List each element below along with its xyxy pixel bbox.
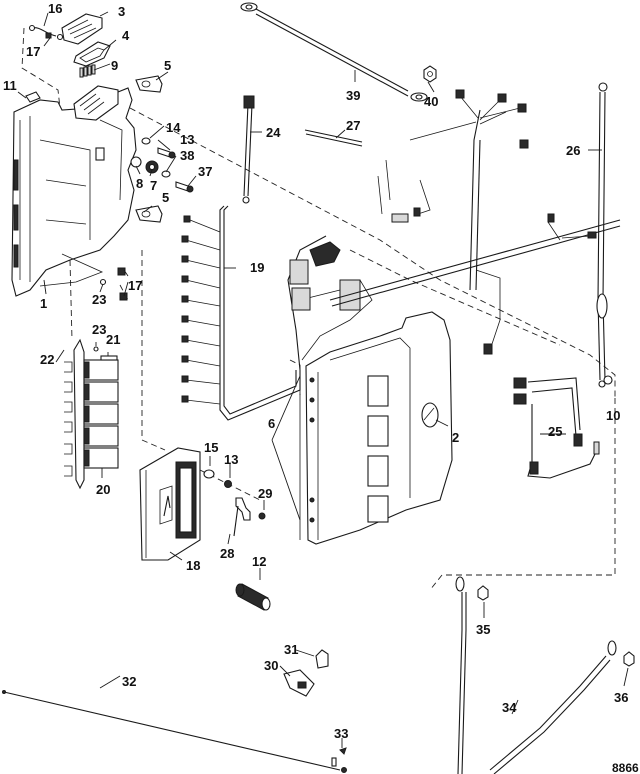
part-hardware-group[interactable] xyxy=(130,137,194,193)
callout-30: 30 xyxy=(264,658,278,673)
callout-13-upper: 13 xyxy=(180,132,194,147)
callout-18: 18 xyxy=(186,558,200,573)
callout-5-lower: 5 xyxy=(162,190,169,205)
callout-36: 36 xyxy=(614,690,628,705)
callout-16: 16 xyxy=(48,1,62,16)
callout-24: 24 xyxy=(266,125,281,140)
callout-25: 25 xyxy=(548,424,562,439)
part-harness-25[interactable] xyxy=(513,375,613,479)
part-connector-30[interactable] xyxy=(283,669,315,697)
callout-15: 15 xyxy=(204,440,218,455)
part-electrical-bracket[interactable] xyxy=(11,85,137,297)
callout-34: 34 xyxy=(502,700,517,715)
callout-5-upper: 5 xyxy=(164,58,171,73)
part-nut-35[interactable] xyxy=(477,585,489,601)
part-cable-32[interactable] xyxy=(2,690,347,773)
part-fuses[interactable] xyxy=(79,64,96,78)
callout-29: 29 xyxy=(258,486,272,501)
callout-35: 35 xyxy=(476,622,490,637)
part-relay-bracket[interactable] xyxy=(64,338,85,490)
callout-19: 19 xyxy=(250,260,264,275)
callout-3: 3 xyxy=(118,4,125,19)
part-relays[interactable] xyxy=(83,346,119,469)
callout-11: 11 xyxy=(3,78,17,93)
part-ecm-module[interactable] xyxy=(139,447,201,561)
part-gasket[interactable] xyxy=(73,41,111,67)
callout-38: 38 xyxy=(180,148,194,163)
part-jumper-wire[interactable] xyxy=(28,24,64,41)
callout-23-upper: 23 xyxy=(92,292,106,307)
callout-7: 7 xyxy=(150,178,157,193)
part-nut-40[interactable] xyxy=(423,65,437,83)
part-clip-33[interactable] xyxy=(339,747,347,755)
callout-31: 31 xyxy=(284,642,298,657)
part-ground-lead-26[interactable] xyxy=(596,82,608,388)
part-connector-11[interactable] xyxy=(25,91,41,103)
callout-2: 2 xyxy=(452,430,459,445)
part-clips-17[interactable] xyxy=(99,267,128,301)
callout-14: 14 xyxy=(166,120,181,135)
callout-20: 20 xyxy=(96,482,110,497)
part-cable-tie[interactable] xyxy=(304,129,363,147)
part-connector-31[interactable] xyxy=(315,649,329,669)
part-ecm-hardware[interactable] xyxy=(203,469,266,537)
callout-10: 10 xyxy=(606,408,620,423)
callout-37: 37 xyxy=(198,164,212,179)
callout-32: 32 xyxy=(122,674,136,689)
callout-39: 39 xyxy=(346,88,360,103)
part-nut-36[interactable] xyxy=(623,651,635,667)
callout-22: 22 xyxy=(40,352,54,367)
callout-1: 1 xyxy=(40,296,47,311)
callout-26: 26 xyxy=(566,143,580,158)
part-grommet-plate-lower[interactable] xyxy=(135,205,163,223)
part-sleeve[interactable] xyxy=(235,583,271,611)
callout-13-lower: 13 xyxy=(224,452,238,467)
callout-23-lower: 23 xyxy=(92,322,106,337)
part-electrical-cover[interactable] xyxy=(299,311,453,545)
callout-12: 12 xyxy=(252,554,266,569)
part-battery-cable[interactable] xyxy=(240,2,428,102)
callout-9: 9 xyxy=(111,58,118,73)
callout-8: 8 xyxy=(136,176,143,191)
callout-labels: 1 2 3 4 5 5 6 7 8 9 10 11 12 13 13 14 15… xyxy=(3,1,628,741)
callout-33: 33 xyxy=(334,726,348,741)
part-battery-cable-34[interactable] xyxy=(455,576,617,774)
callout-4: 4 xyxy=(122,28,130,43)
callout-28: 28 xyxy=(220,546,234,561)
callout-40: 40 xyxy=(424,94,438,109)
callout-6: 6 xyxy=(268,416,275,431)
callout-17-upper: 17 xyxy=(26,44,40,59)
figure-reference-number: 8866 xyxy=(612,761,639,774)
callout-17-lower: 17 xyxy=(128,278,142,293)
callout-27: 27 xyxy=(346,118,360,133)
part-harness-19[interactable] xyxy=(181,205,301,421)
part-fuse-cover[interactable] xyxy=(61,13,103,45)
callout-21: 21 xyxy=(106,332,120,347)
part-grommet-plate-upper[interactable] xyxy=(135,75,163,93)
part-main-harness[interactable] xyxy=(242,89,621,371)
leader-lines xyxy=(17,11,629,748)
